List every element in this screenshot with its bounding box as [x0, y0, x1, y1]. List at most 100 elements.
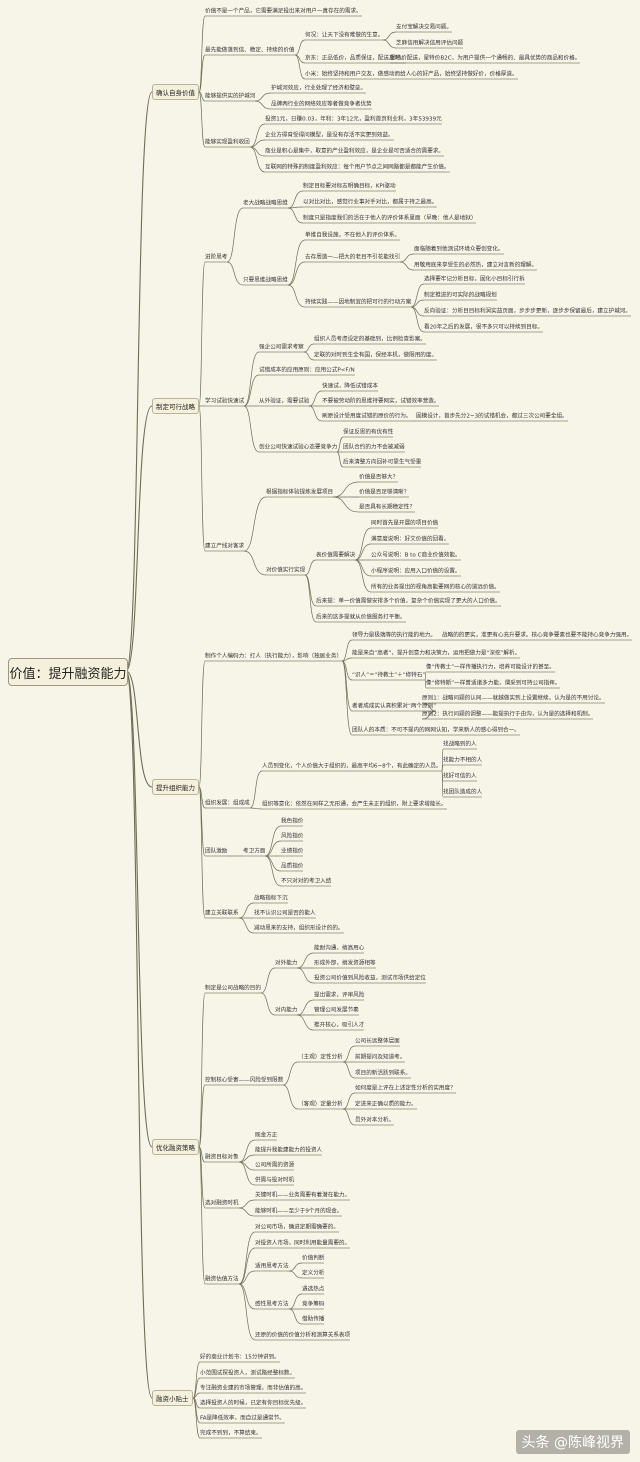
node-b4d1[interactable]: 关键时机——业务需要有着潜在能力。	[255, 1192, 351, 1199]
node-b1b[interactable]: 最先能做落到信、稳定、持续的价值	[205, 47, 295, 54]
node-b2b3d[interactable]: 固模设计，首步先分2~3的试错机会，都过三次公司要全组。	[416, 413, 568, 420]
node-b4e4c[interactable]: 借助传播	[302, 1316, 325, 1323]
node-b2b4c[interactable]: 后来清整方向回补可靠生气受重	[343, 459, 422, 466]
node-b2b1a[interactable]: 组织人员考虑设定的基础到，比例检查影案。	[314, 336, 426, 343]
node-b4a[interactable]: 制定是公司战略的目的	[205, 985, 261, 992]
node-b2a2[interactable]: 只要思维战略思维	[243, 277, 288, 284]
node-b3b2[interactable]: 组织等意化：依然在同样之无形通，会严生未正的组织，附上要求增能长。	[262, 801, 447, 808]
node-b3a4[interactable]: 者者成成实认真积累对“两个原则”	[352, 703, 437, 710]
node-b3c1d[interactable]: 品质指价	[281, 863, 304, 870]
node-b1d4[interactable]: 互联网的特殊的制度盈利效应：每个用户节点之间网路都是都能产生价值。	[265, 164, 450, 171]
node-b4e1[interactable]: 对公司市场，确进定期需确要的。	[255, 1224, 339, 1231]
node-b4e4b[interactable]: 竞争筹码	[302, 1301, 325, 1308]
node-b3b1b[interactable]: 找能力不相的人	[443, 757, 483, 764]
node-b3d[interactable]: 建立关联联系	[205, 910, 239, 917]
node-b4c4[interactable]: 供需与投对时机	[255, 1177, 295, 1184]
node-b4b[interactable]: 控制核心受害——风险受到限数	[205, 1077, 284, 1084]
node-b2a2c2[interactable]: 制定推进的可实际的战略规划	[424, 292, 497, 299]
node-b1b2[interactable]: 京东：正品低价，品质保证，配送及时。	[305, 55, 406, 62]
node-b1b1a[interactable]: 支付宝解决交易问题。	[396, 24, 452, 31]
node-b3c[interactable]: 团队激励	[205, 848, 228, 855]
branch-b2[interactable]: 制定可行战略	[152, 398, 199, 414]
node-b2c2a4[interactable]: 小程序说明：应用入口价值的设置。	[371, 568, 461, 575]
node-b3d2[interactable]: 找不认识公司是否的能人	[254, 910, 316, 917]
node-b1d2[interactable]: 企业方得育受得问模型，是没有存活不实更到效益。	[265, 132, 394, 139]
node-b1b3[interactable]: 小米：始终坚持和用户交友，做感动而给人心的好产品，始终坚持做好价，价格厚道。	[305, 71, 518, 78]
node-b2a2c3[interactable]: 反向验证：分析目目标利润实益页面，步步步更新，逐步步保留最后，建立护城河。	[424, 308, 631, 315]
node-b4e4a[interactable]: 遇选热点	[302, 1286, 325, 1293]
node-b4c1[interactable]: 既金方正	[255, 1132, 278, 1139]
node-b4e4[interactable]: 感性思考方法	[255, 1301, 289, 1308]
node-b3a5[interactable]: 团队人的本质：不可不提内的网网认知，学来新人的感心得到合一。	[352, 727, 520, 734]
node-b2a2b[interactable]: 去存周造一—把大的老目不引花能找引	[305, 254, 401, 261]
node-b5e[interactable]: FA是降低效率，而自过是通常节。	[200, 1415, 285, 1422]
node-b4a1a[interactable]: 能耐沟通，搞高用心	[314, 945, 365, 952]
node-b4a2c[interactable]: 推开核心，吸引人才	[314, 1022, 365, 1029]
node-b1a[interactable]: 价值不是一个产品，它需要满足投出来对用户一直存在的需求。	[205, 8, 362, 15]
node-b4e3[interactable]: 适用思考方法	[255, 1263, 289, 1270]
node-b2a2b2[interactable]: 用敬用底来享受生的必然热，建立对言新的理解。	[414, 262, 538, 269]
node-b2b1b[interactable]: 定联的对时到生全有国，保经本机，做限用的度。	[314, 352, 438, 359]
node-b5a[interactable]: 好的商业计划书：15分钟讲到。	[200, 1354, 280, 1361]
node-b2b[interactable]: 学习试验快速试	[205, 398, 245, 405]
node-b4c3[interactable]: 公司所需的资源	[255, 1162, 295, 1169]
branch-b1[interactable]: 确认自身价值	[152, 84, 199, 100]
node-b3b[interactable]: 组织发展：组成成	[205, 800, 250, 807]
node-b4e3a[interactable]: 价值判断	[302, 1255, 325, 1262]
node-b3c1b[interactable]: 风险指价	[281, 833, 304, 840]
node-b2c2a1[interactable]: 同时首先是开展的项目价值	[371, 520, 439, 527]
node-b2a2b1[interactable]: 面临随着到他测试环境众要创变化。	[414, 246, 504, 253]
node-b3a3a[interactable]: 像“传教士”一样传播执行力，培养可能设计的甚至。	[426, 664, 555, 671]
node-b2b4[interactable]: 创业公司快速试验心态要竞争力	[259, 444, 338, 451]
branch-b5[interactable]: 融资小贴士	[152, 1390, 193, 1406]
node-b4a1[interactable]: 对外能力	[275, 960, 298, 967]
node-b5b[interactable]: 小范围试探投资人，测试路经整标数。	[200, 1370, 296, 1377]
node-b2a1a[interactable]: 制定目标要对标志明确目标，KPI驱动	[303, 183, 396, 190]
node-b4b1c[interactable]: 项目的新活跃到联系。	[355, 1070, 411, 1077]
node-b2b3c[interactable]: 刷原设计受用度试错的原价的行为。	[322, 413, 412, 420]
node-b3b1c[interactable]: 找好可信的人	[443, 773, 477, 780]
node-b5c[interactable]: 专注融资业建的市场管理，而非估值的高。	[200, 1385, 307, 1392]
node-b1c[interactable]: 能够提供实的护城河	[205, 93, 256, 100]
node-b4b2b[interactable]: 定进来正确以质的能力。	[355, 1101, 417, 1108]
node-b2c2a[interactable]: 表价值需要解决	[316, 552, 356, 559]
node-b3d1[interactable]: 战略指标下沉	[254, 895, 288, 902]
node-b2a2c[interactable]: 持续实践——因地制宜的把可行的行动方案	[305, 299, 412, 306]
node-b5f[interactable]: 完成不到到，不算结束。	[200, 1430, 262, 1437]
node-b1c1[interactable]: 护城河效应，行业处理了经济和壁垒。	[271, 85, 367, 92]
node-b3b1[interactable]: 人员到变化，个人价值大于组织的，最高平均6~8个，有此确定的人员。	[262, 763, 442, 770]
node-b2a1c[interactable]: 制度只是指度我们的活在于他人的评价体系里面（早晚：他人是地狱）	[303, 215, 477, 222]
node-b2c2a2[interactable]: 满意度说明：好文价值的回看。	[371, 536, 450, 543]
node-b2b3a[interactable]: 快速试，降低试错成本	[322, 383, 378, 390]
node-b1b2a[interactable]: 星特价配送，星特价B2C，为用户提供一个通畅的、最具优势的商品和价格。	[390, 55, 581, 62]
node-b2b3[interactable]: 从外验证，需要试验	[259, 398, 310, 405]
node-b3a1a[interactable]: 战略的的更实，准更有心充升要求。核心竞争要素也要不能持心竞争力强用。	[442, 632, 633, 639]
node-b3b1d[interactable]: 找团队造成的人	[443, 789, 483, 796]
node-b2c1c[interactable]: 是否具有长期稳定性？	[359, 504, 415, 511]
node-b4a1c[interactable]: 投资公司价值到风险收益，测试市场供给定位	[314, 975, 426, 982]
node-b3d3[interactable]: 减动思来的支持，组织形设计的的。	[254, 925, 344, 932]
node-b3a[interactable]: 制作个人编码力：打人（执行能力），影响（独居业务）	[205, 653, 343, 660]
node-b4d[interactable]: 选对融资时机	[205, 1200, 239, 1207]
node-b1c2[interactable]: 品牌两行业的网络效应等者做竞争者优势	[271, 101, 372, 108]
node-b5d[interactable]: 选择投资人的时候，已定有你目标优先级。	[200, 1400, 307, 1407]
node-b2b3b[interactable]: 不要被劳动阶的思维持要网实，试错效率营造。	[322, 398, 440, 405]
node-b2c1b[interactable]: 价值是否足够清晰？	[359, 489, 410, 496]
node-b2c1a[interactable]: 价值是否够大？	[359, 474, 399, 481]
node-b4a1b[interactable]: 形成外部，搞发资源相等	[314, 960, 376, 967]
node-b4c[interactable]: 融资目标对象	[205, 1154, 239, 1161]
root-node[interactable]: 价值：提升融资能力	[8, 658, 128, 686]
node-b2a[interactable]: 进阶思考	[205, 254, 228, 261]
node-b3c1[interactable]: 考卫方面	[243, 848, 266, 855]
node-b4b1b[interactable]: 前期提问及知道考。	[355, 1054, 406, 1061]
node-b3a4b[interactable]: 原则2：执行问题的调整——能提执行于由沟，认为是的选择和机制。	[422, 711, 594, 718]
node-b4b2c[interactable]: 员外对本分析。	[355, 1117, 395, 1124]
node-b4e3b[interactable]: 定义分析	[302, 1270, 325, 1277]
node-b2b4a[interactable]: 保证反思的有优有性	[343, 429, 394, 436]
node-b2c2c[interactable]: 后来的这多提就从价值服务打平衡。	[316, 614, 406, 621]
branch-b4[interactable]: 优化融资策略	[152, 1139, 199, 1155]
node-b2c2[interactable]: 对价值实行实现	[266, 567, 306, 574]
node-b3c1a[interactable]: 我色指价	[281, 818, 304, 825]
node-b3c1c[interactable]: 业绩指价	[281, 848, 304, 855]
node-b2b2[interactable]: 试错成本的应用原则：应用公式P<F/N	[259, 367, 355, 374]
